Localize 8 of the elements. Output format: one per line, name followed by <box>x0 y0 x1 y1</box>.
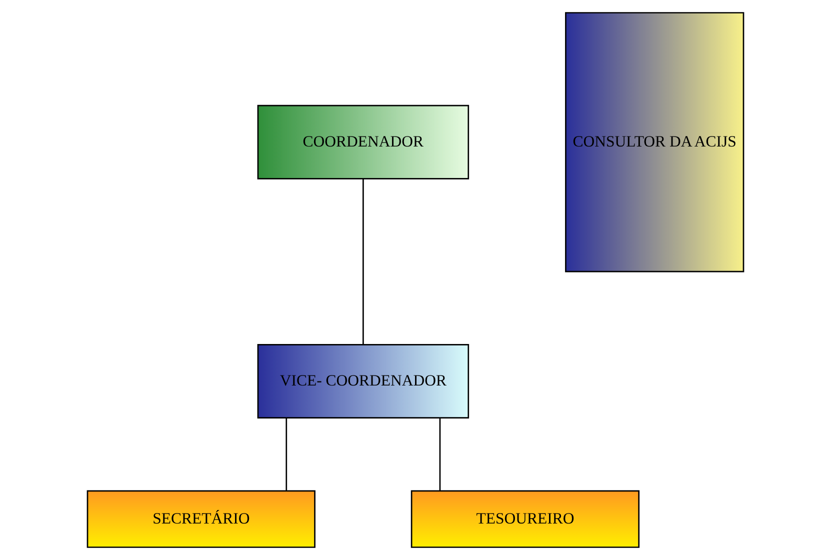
node-box: COORDENADOR <box>256 104 469 180</box>
node-box: TESOUREIRO <box>410 490 640 548</box>
node-box: VICE- COORDENADOR <box>256 344 469 419</box>
connector <box>438 418 440 491</box>
connector <box>362 179 364 344</box>
connector <box>285 418 287 491</box>
node-box: CONSULTOR DA ACIJS <box>564 12 744 272</box>
node-box: SECRETÁRIO <box>86 490 315 548</box>
